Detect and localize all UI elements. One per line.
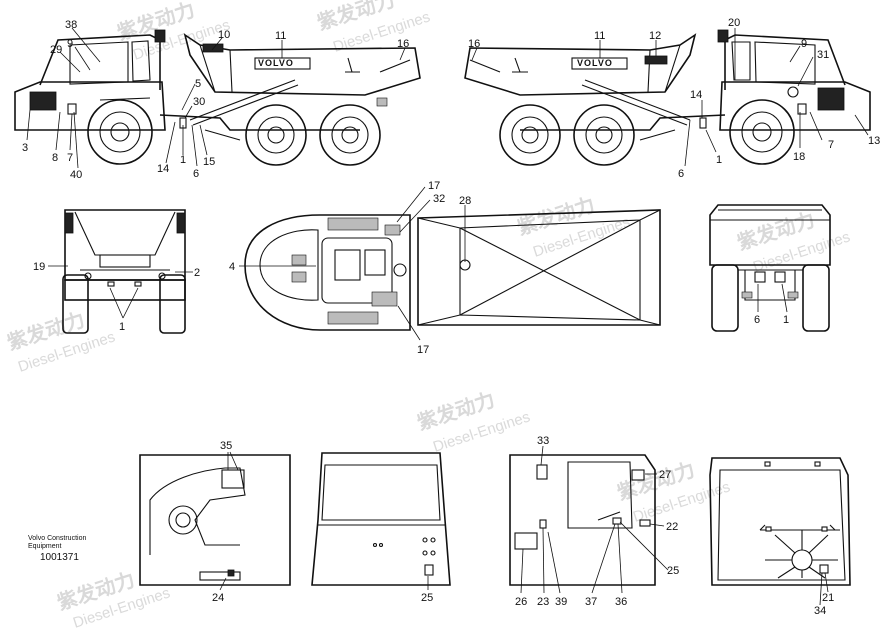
- callout-27: 27: [659, 469, 671, 481]
- callout-9: 9: [801, 38, 807, 50]
- callout-19: 19: [33, 261, 45, 273]
- callout-40: 40: [70, 169, 82, 181]
- callout-26: 26: [515, 596, 527, 608]
- callout-36: 36: [615, 596, 627, 608]
- callout-28: 28: [459, 195, 471, 207]
- callout-33: 33: [537, 435, 549, 447]
- callout-13: 13: [868, 135, 880, 147]
- callout-18: 18: [793, 151, 805, 163]
- callout-10: 10: [218, 29, 230, 41]
- callout-5: 5: [195, 78, 201, 90]
- cab-rear-view: 21 34: [709, 457, 851, 617]
- callout-20: 20: [728, 17, 740, 29]
- callout-11: 11: [594, 30, 605, 42]
- callout-2: 2: [194, 267, 200, 279]
- callout-7: 7: [67, 152, 73, 164]
- top-view: 17 32 28 4 17: [229, 180, 661, 356]
- callout-1: 1: [119, 321, 125, 333]
- callout-38: 38: [65, 19, 77, 31]
- callout-23: 23: [537, 596, 549, 608]
- callout-9: 9: [67, 38, 73, 50]
- callout-16: 16: [397, 38, 409, 50]
- callout-6: 6: [678, 168, 684, 180]
- callout-25: 25: [421, 592, 433, 604]
- callout-39: 39: [555, 596, 567, 608]
- callout-11: 11: [275, 30, 286, 42]
- callout-14: 14: [690, 89, 702, 101]
- callout-17: 17: [428, 180, 440, 192]
- callout-12: 12: [649, 30, 661, 42]
- callout-34: 34: [814, 605, 826, 617]
- callout-17: 17: [417, 344, 429, 356]
- callout-6: 6: [193, 168, 199, 180]
- front-view: 19 2 1: [33, 209, 200, 334]
- callout-4: 4: [229, 261, 235, 273]
- callout-21: 21: [822, 592, 834, 604]
- cab-side-view: 33 27 22 25 26 23 39 37 36: [509, 435, 679, 608]
- callout-16: 16: [468, 38, 480, 50]
- cab-front-view: 25: [311, 452, 451, 604]
- callout-29: 29: [50, 44, 62, 56]
- callout-3: 3: [22, 142, 28, 154]
- part-number: 1001371: [40, 552, 79, 563]
- callout-1: 1: [180, 154, 186, 166]
- callout-32: 32: [433, 193, 445, 205]
- right-side-view: VOLVO: [464, 17, 880, 180]
- callout-1: 1: [716, 154, 722, 166]
- callout-7: 7: [828, 139, 834, 151]
- callout-14: 14: [157, 163, 169, 175]
- callout-6: 6: [754, 314, 760, 326]
- cab-floor-view: 35 24: [139, 440, 291, 604]
- volvo-logo-text: VOLVO: [577, 58, 613, 68]
- callout-35: 35: [220, 440, 232, 452]
- callout-31: 31: [817, 49, 829, 61]
- callout-37: 37: [585, 596, 597, 608]
- callout-1: 1: [783, 314, 789, 326]
- rear-view: 6 1: [709, 204, 831, 332]
- callout-8: 8: [52, 152, 58, 164]
- callout-24: 24: [212, 592, 224, 604]
- callout-30: 30: [193, 96, 205, 108]
- callout-22: 22: [666, 521, 678, 533]
- callout-25: 25: [667, 565, 679, 577]
- watermark-layer: 紫发动力 Diesel-Engines 紫发动力 Diesel-Engines …: [4, 0, 852, 629]
- manufacturer-caption: Volvo Construction Equipment: [28, 535, 87, 550]
- volvo-logo-text: VOLVO: [258, 58, 294, 68]
- left-side-view: VOLVO 38 9: [14, 19, 421, 181]
- callout-15: 15: [203, 156, 215, 168]
